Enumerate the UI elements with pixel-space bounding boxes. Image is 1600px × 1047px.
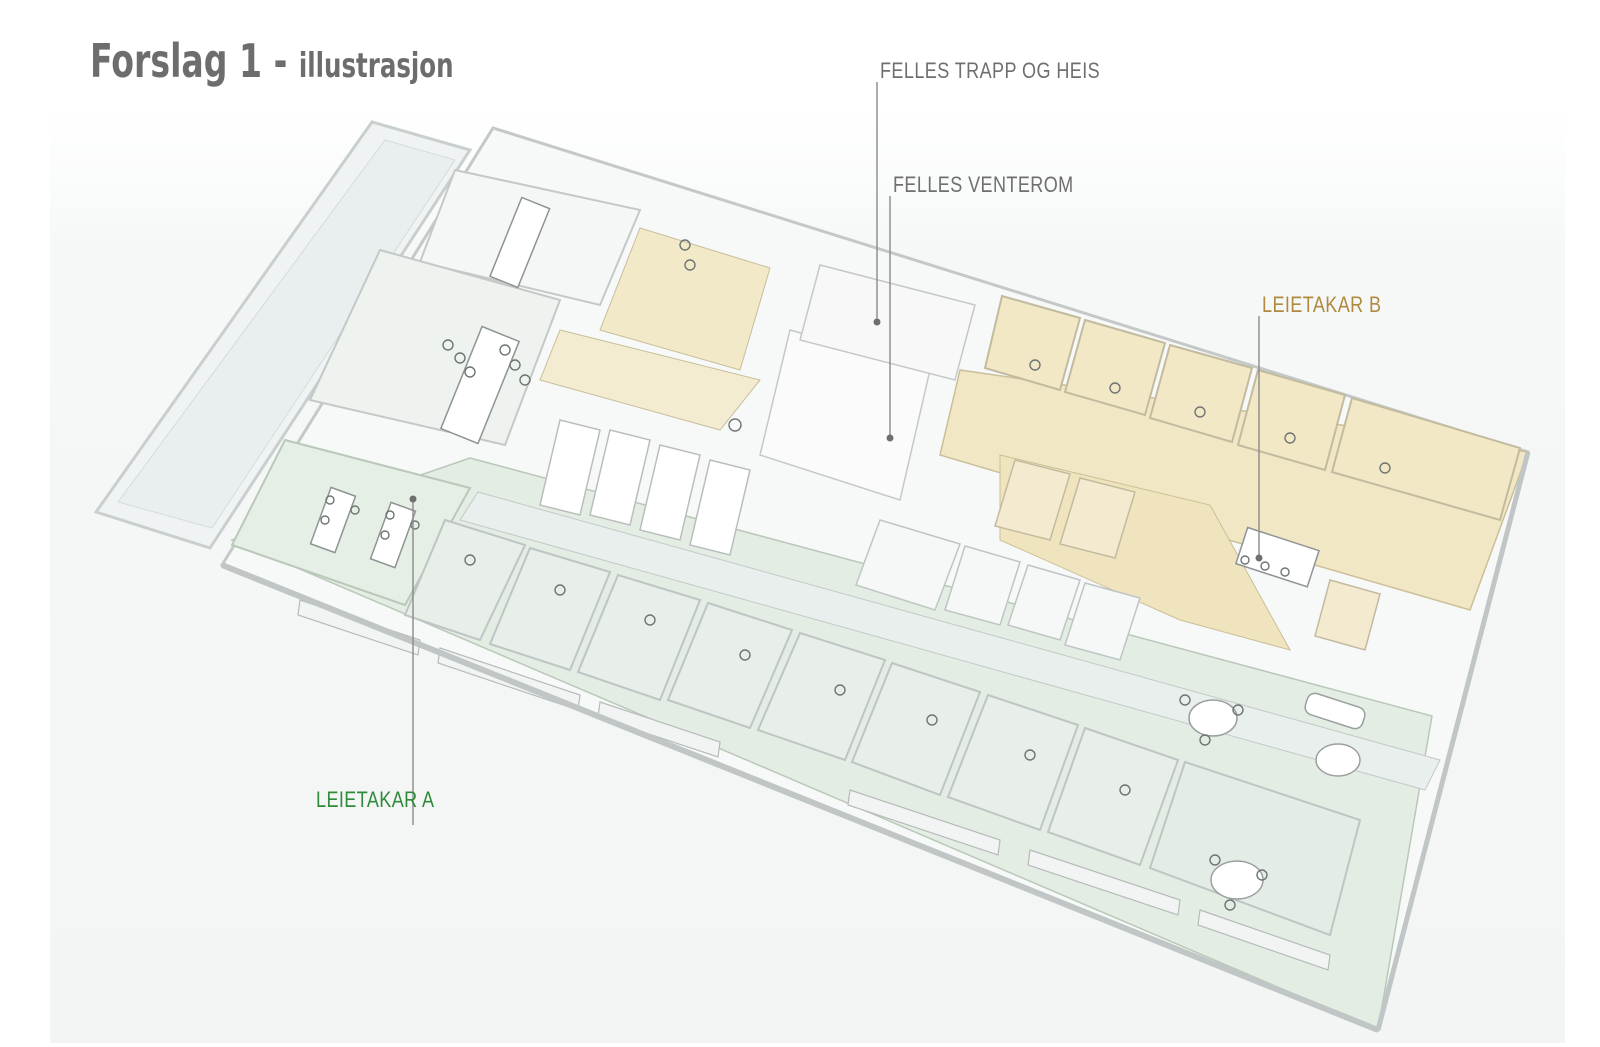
- callout-dots: [409, 318, 1263, 562]
- title-main: Forslag 1 -: [90, 34, 299, 88]
- meeting-tables: [309, 196, 1320, 588]
- tenant-b-offices: [983, 294, 1522, 522]
- title-sub: illustrasjon: [298, 46, 454, 86]
- label-felles-trapp-og-heis: FELLES TRAPP OG HEIS: [880, 58, 1101, 83]
- label-felles-venterom: FELLES VENTEROM: [893, 172, 1074, 197]
- wc-rooms: [855, 519, 1141, 661]
- tenant-a-offices: [403, 518, 1362, 937]
- label-leietakar-a: LEIETAKAR A: [316, 787, 435, 812]
- felles-trapp-area: [799, 264, 976, 381]
- front-wall: [220, 562, 1380, 1033]
- label-leietakar-b: LEIETAKAR B: [1262, 292, 1382, 317]
- chairs: [320, 239, 1391, 911]
- page-title: Forslag 1 - illustrasjon: [90, 38, 454, 84]
- storage-shelves: [539, 419, 751, 556]
- tenant-b-inner-rooms: [994, 459, 1381, 651]
- callout-leader-lines: [412, 82, 1260, 825]
- lounge-furniture: [1188, 692, 1366, 900]
